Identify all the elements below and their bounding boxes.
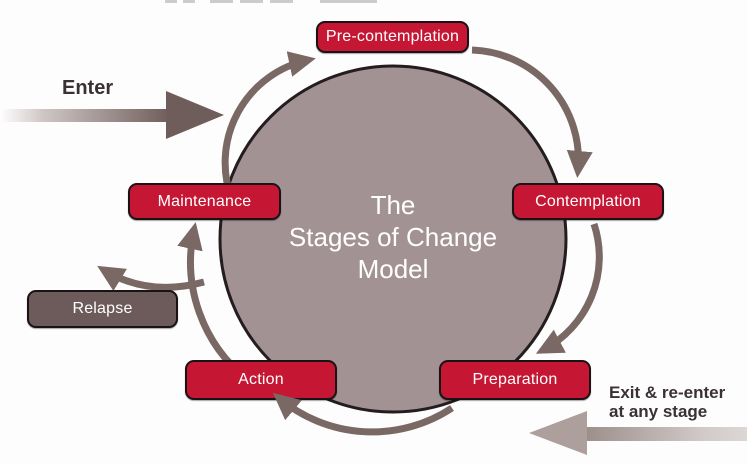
- crop-mark: [183, 0, 195, 3]
- arc-precontemplation-to-contemplation: [471, 46, 593, 178]
- crop-mark: [270, 0, 293, 3]
- exit-label-line1: Exit & re-enter: [609, 383, 726, 402]
- stage-box-pre-contemplation: Pre-contemplation: [316, 21, 469, 53]
- stage-label-contemplation: Contemplation: [535, 192, 641, 210]
- diagram-title-line2: Stages of Change: [288, 222, 498, 252]
- arc-maintenance-to-precontemplation: [221, 51, 316, 202]
- stage-label-relapse: Relapse: [72, 300, 133, 317]
- crop-mark: [240, 0, 263, 3]
- stage-label-action: Action: [238, 371, 284, 388]
- exit-arrow: [529, 411, 747, 455]
- diagram-title-line1: The: [370, 190, 416, 220]
- stage-box-preparation: Preparation: [439, 360, 591, 400]
- arc-contemplation-to-preparation: [535, 222, 603, 354]
- diagram-title-line3: Model: [357, 254, 429, 284]
- stage-label-pre-contemplation: Pre-contemplation: [325, 28, 460, 45]
- crop-mark: [165, 0, 177, 3]
- stage-label-preparation: Preparation: [472, 371, 558, 388]
- enter-arrow: [0, 91, 224, 139]
- crop-mark: [320, 0, 377, 3]
- stage-box-relapse: Relapse: [27, 290, 178, 328]
- stage-box-action: Action: [185, 360, 337, 400]
- enter-label: Enter: [62, 77, 114, 99]
- exit-arrow-head: [529, 411, 587, 455]
- stage-box-maintenance: Maintenance: [128, 183, 281, 220]
- arc-branch-to-relapse: [97, 265, 205, 292]
- exit-arrow-shaft: [585, 427, 747, 441]
- stage-box-contemplation: Contemplation: [512, 183, 664, 220]
- diagram-title: The Stages of Change Model: [243, 189, 543, 285]
- exit-label-line2: at any stage: [609, 402, 708, 421]
- enter-arrow-shaft: [0, 109, 170, 122]
- crop-mark: [210, 0, 233, 3]
- enter-arrow-head: [166, 91, 224, 139]
- stage-label-maintenance: Maintenance: [157, 192, 252, 210]
- exit-label: Exit & re-enter at any stage: [609, 383, 725, 421]
